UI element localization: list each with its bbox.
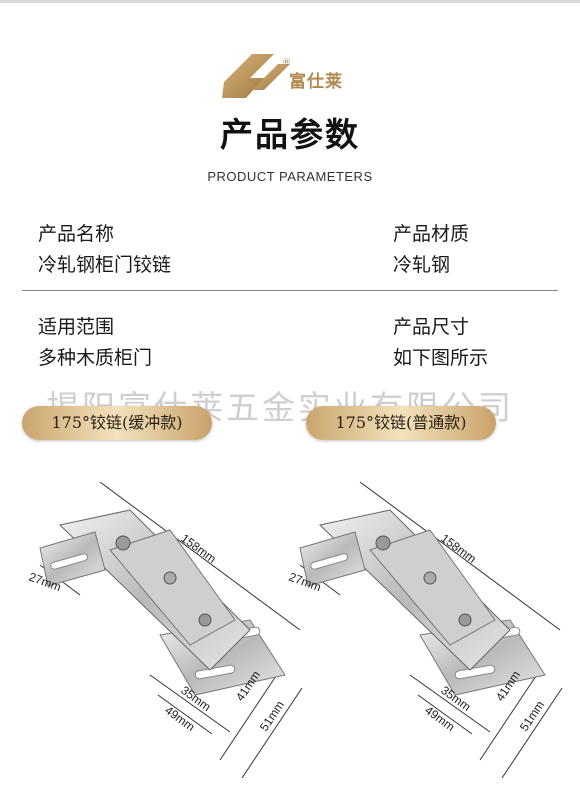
section-divider <box>22 290 558 291</box>
product-name-label: 产品名称 <box>38 223 115 245</box>
width-d-dimension: 51mm <box>517 698 547 733</box>
material-label: 产品材质 <box>393 223 470 245</box>
usage-label: 适用范围 <box>38 316 115 338</box>
page-subtitle: PRODUCT PARAMETERS <box>207 169 373 184</box>
material-value: 冷轧钢 <box>393 254 451 276</box>
size-value: 如下图所示 <box>393 347 489 369</box>
hinge-standard-diagram: 158mm 27mm 35mm 41mm 49mm 51mm <box>287 481 563 779</box>
usage-value: 多种木质柜门 <box>38 347 153 369</box>
registered-mark: ® <box>282 58 291 68</box>
width-c-dimension: 49mm <box>422 703 457 734</box>
hinge-soft-close-diagram: 158mm 27mm 35mm 41mm 49mm 51mm <box>27 481 303 779</box>
size-label: 产品尺寸 <box>393 316 470 338</box>
variant-label-standard: 175°铰链(普通款) <box>306 406 496 440</box>
width-c-dimension: 49mm <box>162 703 197 734</box>
page-title: 产品参数 <box>220 115 360 154</box>
variant-label-soft-close: 175°铰链(缓冲款) <box>22 406 212 440</box>
top-divider <box>0 0 580 3</box>
brand-logo-icon <box>222 54 290 98</box>
product-name-value: 冷轧钢柜门铰链 <box>38 254 172 276</box>
brand-name: 富仕莱 <box>289 72 343 92</box>
